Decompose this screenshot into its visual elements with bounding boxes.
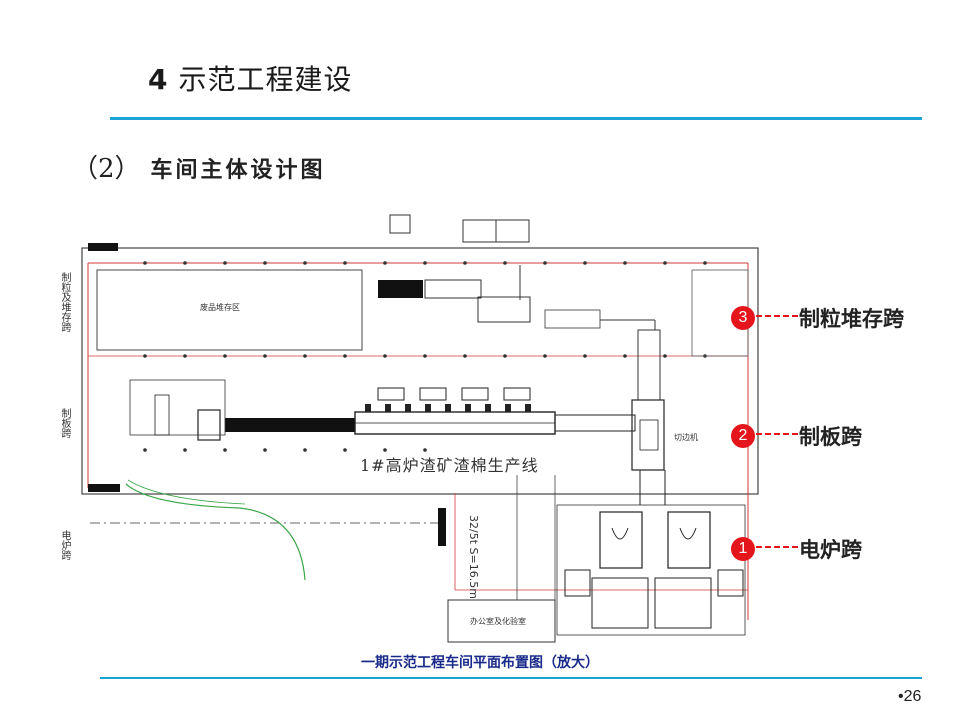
pellet-feeder [378, 280, 423, 298]
left-equipment-1 [197, 409, 221, 441]
left-label-pelletizing: 制粒及堆存跨 [59, 272, 70, 332]
furnace-side-1 [564, 569, 591, 597]
office-label: 办公室及化验室 [470, 617, 526, 626]
slide-title: 4 示范工程建设 [148, 58, 353, 98]
top-equipment-box-2 [389, 214, 411, 234]
pellet-bin [424, 279, 482, 299]
vertical-conveyor [637, 329, 661, 401]
cutting-label: 切边机 [674, 433, 698, 442]
marker-2-badge: 2 [731, 424, 755, 448]
figure-caption: 一期示范工程车间平面布置图（放大） [361, 655, 599, 671]
cutting-unit [631, 399, 665, 471]
main-line-tail [554, 414, 636, 432]
cutting-unit-inner [639, 419, 659, 451]
furnace-units [377, 387, 531, 401]
left-label-furnace: 电炉跨 [59, 530, 70, 560]
furnace-base-1 [591, 577, 649, 629]
section-title: 示范工程建设 [178, 63, 353, 96]
pellet-machine [477, 296, 531, 323]
footer-divider [100, 677, 922, 679]
marker-2-leader [756, 433, 798, 435]
marker-1-badge: 1 [731, 537, 755, 561]
marker-1-label: 电炉跨 [799, 538, 862, 562]
left-door-bottom [88, 484, 120, 492]
waste-storage-area [96, 269, 363, 351]
left-label-board: 制板跨 [59, 408, 70, 438]
crane-label: 32/5t S=16.5m [467, 515, 480, 599]
marker-3-leader [756, 315, 798, 317]
marker-1: 1 电炉跨 [731, 534, 862, 564]
furnace-bay [556, 504, 746, 636]
office-block [447, 599, 556, 643]
main-line-black [225, 418, 355, 432]
title-divider [110, 117, 922, 120]
left-stair [154, 394, 170, 436]
column-row-mid [143, 354, 707, 358]
waste-storage-label: 废品堆存区 [200, 303, 240, 312]
marker-1-leader [756, 546, 798, 548]
marker-2: 2 制板跨 [731, 421, 862, 451]
subtitle-number: （2） [72, 154, 141, 184]
furnace-base-2 [654, 577, 712, 629]
section-number: 4 [148, 63, 169, 96]
rail-curve [125, 483, 306, 581]
electric-furnace-1 [599, 511, 643, 569]
subtitle-text: 车间主体设计图 [150, 158, 326, 183]
building-outline [81, 247, 759, 495]
subtitle: （2） 车间主体设计图 [72, 148, 326, 185]
electric-furnace-2 [667, 511, 711, 569]
line-teeth [365, 404, 531, 412]
left-door [88, 243, 118, 251]
pellet-conveyor [544, 309, 601, 329]
column-row-top [143, 261, 707, 265]
left-machinery [129, 379, 226, 436]
marker-3: 3 制粒堆存跨 [731, 303, 904, 333]
furnace-entry [438, 508, 446, 546]
marker-2-label: 制板跨 [799, 425, 862, 449]
furnace-side-2 [717, 569, 744, 597]
marker-3-label: 制粒堆存跨 [799, 307, 904, 331]
column-row-bottom [143, 448, 427, 452]
production-line-label: 1#高炉渣矿渣棉生产线 [360, 456, 539, 475]
page-number: •26 [898, 688, 922, 705]
marker-3-badge: 3 [731, 306, 755, 330]
